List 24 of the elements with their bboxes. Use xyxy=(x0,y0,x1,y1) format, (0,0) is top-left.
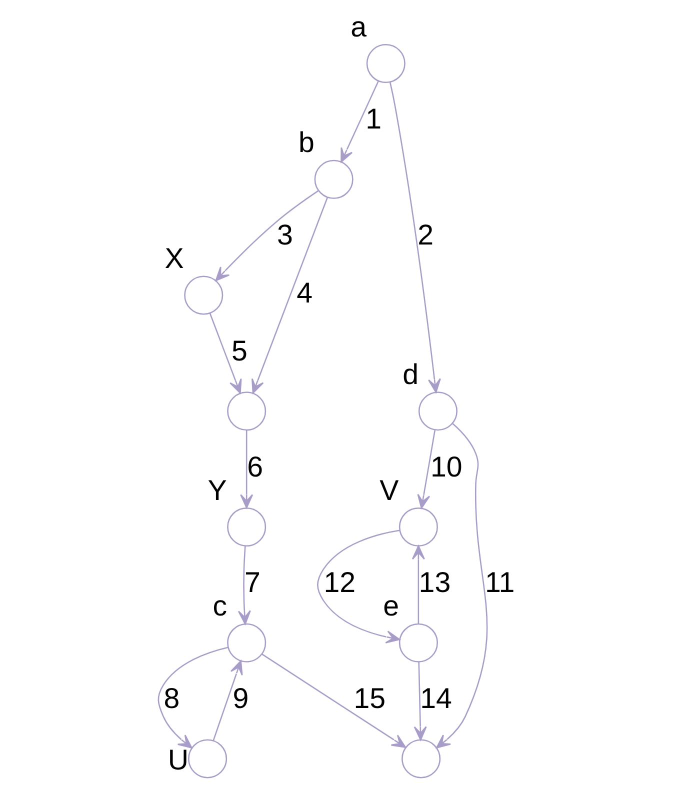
edge-label: 9 xyxy=(232,683,249,716)
edge-label: 13 xyxy=(418,567,451,600)
node-label: a xyxy=(350,11,367,44)
edge-label: 15 xyxy=(354,683,386,716)
node-label: d xyxy=(402,358,419,391)
edge-label: 2 xyxy=(418,220,434,252)
edge-label: 4 xyxy=(296,278,312,310)
node-label: b xyxy=(298,127,314,160)
node-label: X xyxy=(164,243,184,276)
node-label: e xyxy=(383,590,400,623)
node-label: Y xyxy=(208,474,227,507)
edge-label: 7 xyxy=(244,567,260,600)
edge-label: 3 xyxy=(277,220,293,252)
edge-label: 10 xyxy=(430,451,462,484)
node-label: V xyxy=(380,474,399,507)
edge-label: 14 xyxy=(420,683,452,716)
edge-label: 11 xyxy=(484,567,515,600)
node-label: U xyxy=(168,744,189,776)
edge-label: 12 xyxy=(324,567,356,600)
edge-label: 5 xyxy=(231,335,248,368)
edge-label: 8 xyxy=(164,683,180,716)
node-label: c xyxy=(212,590,228,623)
edge-label: 6 xyxy=(247,451,264,484)
edge-label: 1 xyxy=(366,104,382,136)
